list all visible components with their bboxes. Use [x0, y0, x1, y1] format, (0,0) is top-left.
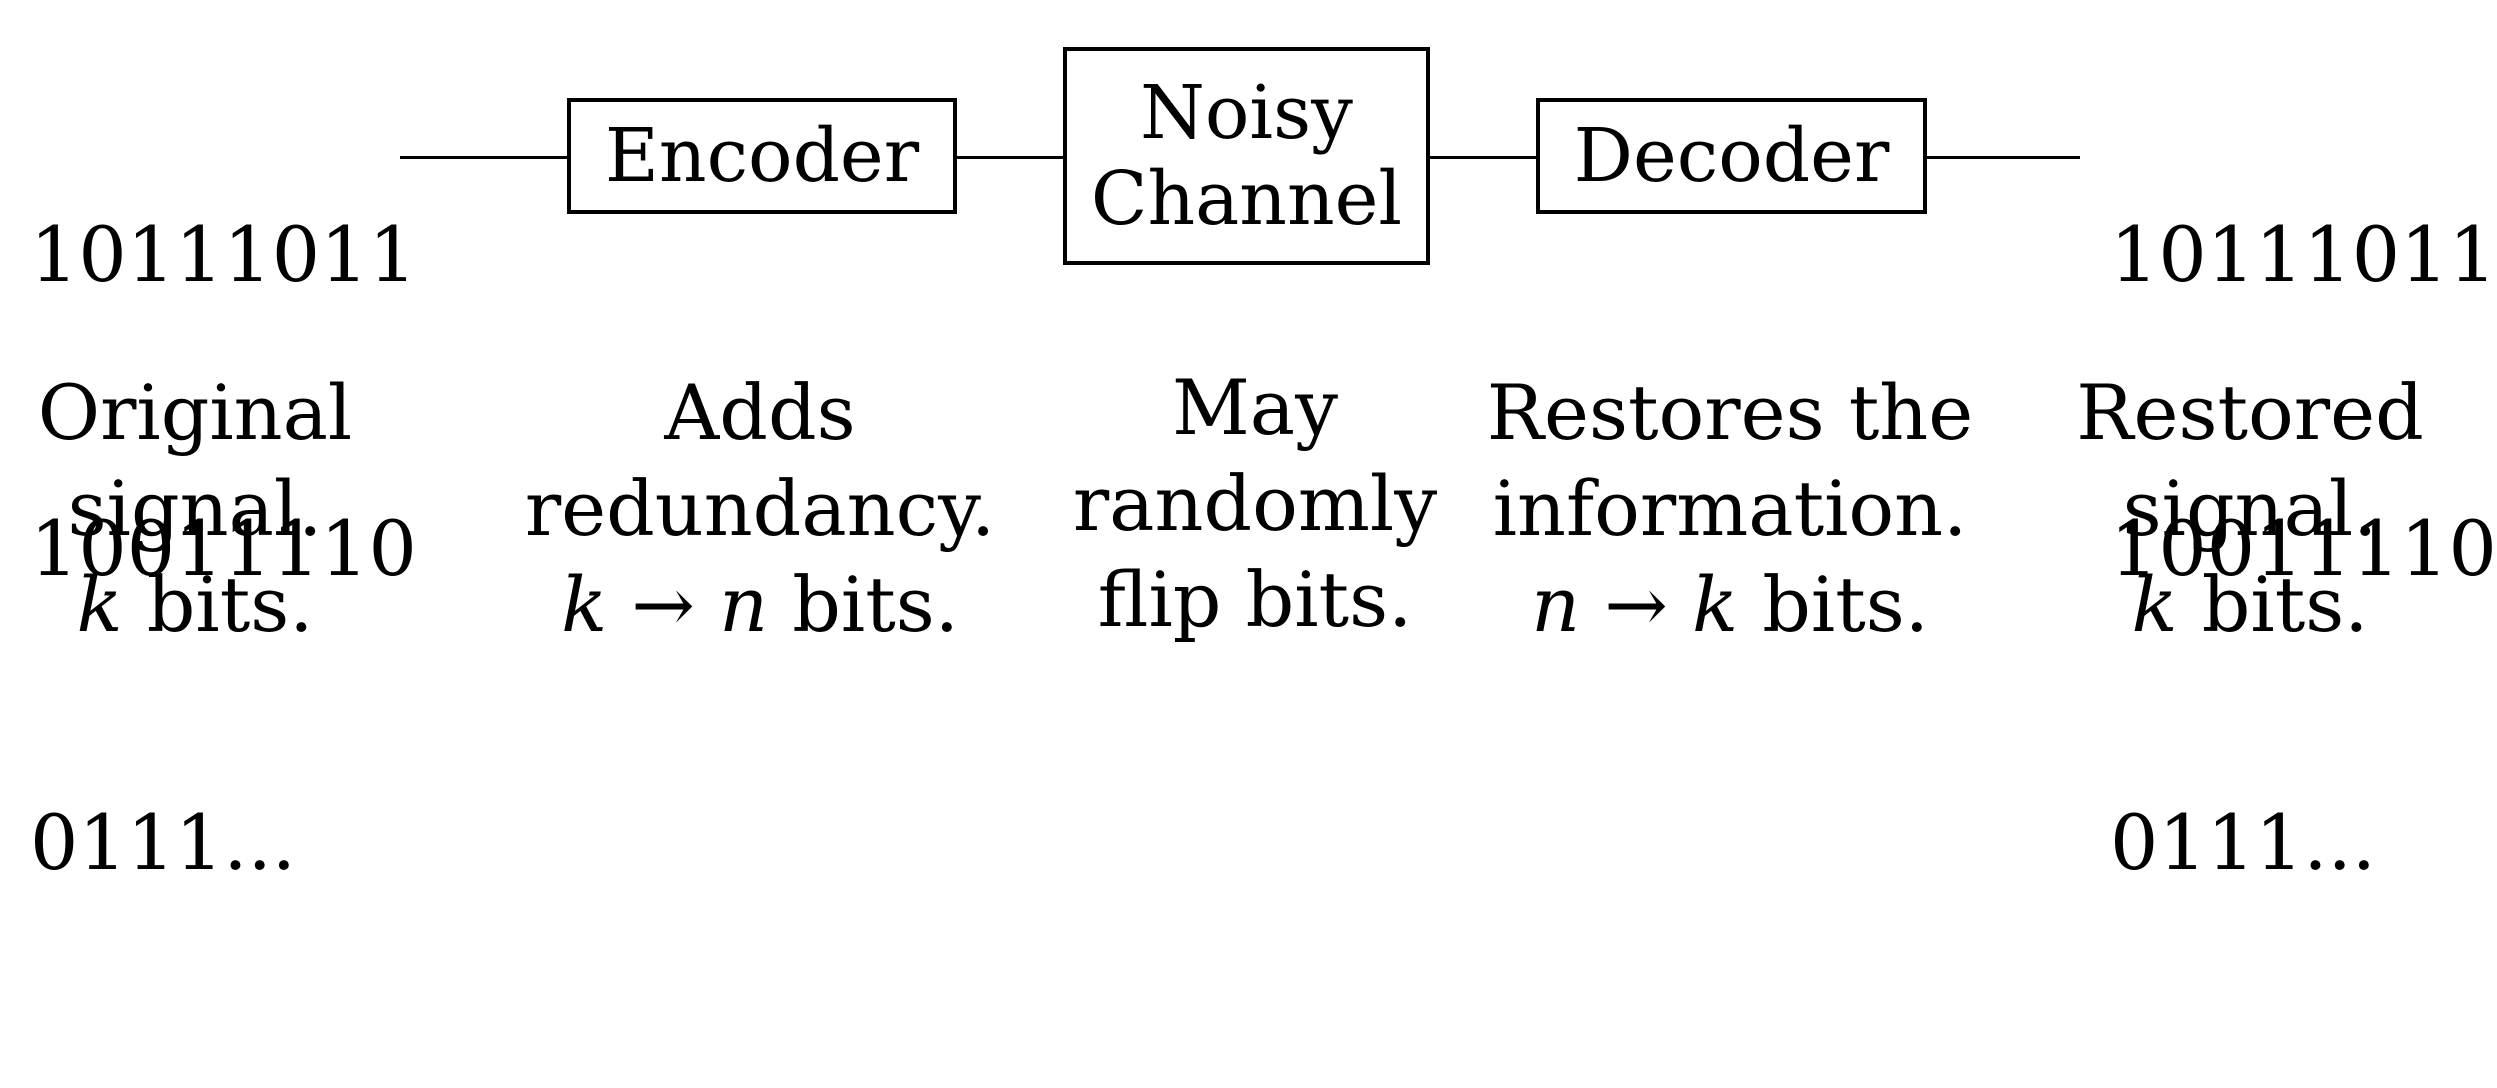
communication-diagram: 10111011 10011110 0111... Encoder Noisy … — [0, 47, 2497, 887]
variable-n: n — [1531, 560, 1581, 649]
variable-k: k — [561, 560, 608, 649]
input-bits-line: 0111... — [30, 798, 296, 887]
caption-line: flip bits. — [1097, 555, 1413, 644]
variable-n: n — [719, 560, 769, 649]
caption-text: bits. — [768, 560, 959, 649]
connector-line — [1428, 156, 1538, 159]
caption-line: information. — [1492, 464, 1968, 553]
variable-k: k — [76, 560, 123, 649]
caption-line: randomly — [1072, 459, 1438, 548]
caption-line: Adds — [664, 368, 856, 457]
arrow-symbol: → — [607, 560, 720, 649]
encoder-block: Encoder — [567, 98, 957, 214]
caption-line: k → n bits. — [505, 557, 1015, 653]
caption-line: Original — [37, 368, 353, 457]
caption-text: bits. — [2177, 560, 2369, 649]
input-bits-line: 10011110 — [30, 504, 417, 593]
caption-line: May — [1171, 363, 1339, 452]
connector-line — [955, 156, 1065, 159]
output-bits-line: 10011110 — [2110, 504, 2497, 593]
caption-restored: Restored signal. k bits. — [2040, 365, 2460, 653]
caption-line: Restores the — [1486, 368, 1974, 457]
channel-label-line: Noisy — [1140, 70, 1353, 156]
variable-k: k — [2131, 560, 2178, 649]
noisy-channel-block: Noisy Channel — [1063, 47, 1430, 265]
connector-line — [400, 156, 570, 159]
caption-channel: May randomly flip bits. — [1045, 360, 1465, 648]
caption-decoder: Restores the information. n → k bits. — [1475, 365, 1985, 653]
caption-encoder: Adds redundancy. k → n bits. — [505, 365, 1015, 653]
caption-line: Restored — [2076, 368, 2424, 457]
connector-line — [1925, 156, 2080, 159]
caption-line: signal. — [2122, 464, 2378, 553]
output-bits-line: 0111... — [2110, 798, 2376, 887]
caption-text: bits. — [1738, 560, 1929, 649]
caption-original: Original signal. k bits. — [0, 365, 390, 653]
variable-k: k — [1692, 560, 1739, 649]
decoder-block: Decoder — [1536, 98, 1927, 214]
caption-line: n → k bits. — [1475, 557, 1985, 653]
caption-line: redundancy. — [524, 464, 996, 553]
caption-line: signal. — [67, 464, 323, 553]
caption-line: k bits. — [2040, 557, 2460, 653]
decoder-label: Decoder — [1573, 113, 1890, 199]
channel-label-line: Channel — [1090, 156, 1403, 242]
caption-line: k bits. — [0, 557, 390, 653]
arrow-symbol: → — [1580, 560, 1693, 649]
input-bits-line: 10111011 — [30, 210, 417, 299]
input-bits: 10111011 10011110 0111... — [30, 10, 417, 1088]
caption-text: bits. — [122, 560, 314, 649]
encoder-label: Encoder — [604, 113, 920, 199]
output-bits: 10111011 10011110 0111... — [2110, 10, 2497, 1088]
output-bits-line: 10111011 — [2110, 210, 2497, 299]
